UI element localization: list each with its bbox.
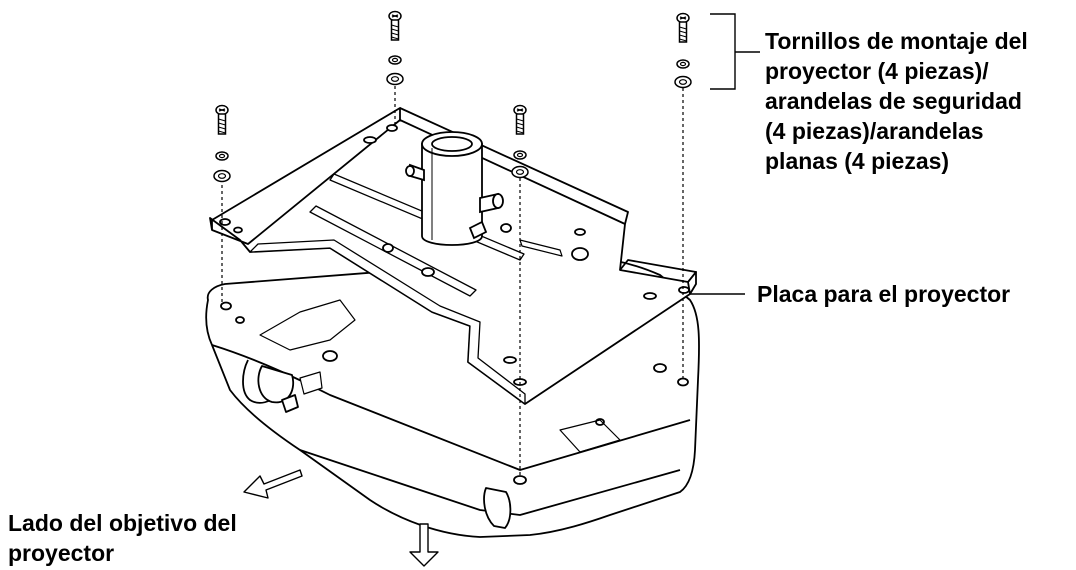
screws-label-line: arandelas de seguridad: [765, 88, 1022, 114]
screw-stack-front-right: [511, 104, 529, 179]
lock-washer-icon: [388, 55, 402, 65]
lens-side-label: Lado del objetivo del proyector: [8, 508, 308, 568]
flat-washer-icon: [386, 72, 404, 86]
lens-label-line: Lado del objetivo del: [8, 510, 237, 536]
screws-label-line: proyector (4 piezas)/: [765, 58, 989, 84]
lock-washer-icon: [513, 150, 527, 160]
screw-stack-back-right: [674, 12, 692, 89]
lens-label-line: proyector: [8, 540, 115, 566]
screw-icon: [676, 12, 690, 43]
screws-washers-label: Tornillos de montaje del proyector (4 pi…: [765, 26, 1070, 176]
flat-washer-icon: [213, 169, 231, 183]
screw-icon: [388, 10, 402, 41]
guide-lines: [221, 86, 684, 478]
screw-icon: [215, 104, 229, 135]
screw-icon: [513, 104, 527, 135]
flat-washer-icon: [674, 75, 692, 89]
lock-washer-icon: [676, 59, 690, 69]
lock-washer-icon: [215, 151, 229, 161]
plate-label-text: Placa para el proyector: [757, 281, 1011, 307]
screws-label-line: (4 piezas)/arandelas: [765, 118, 984, 144]
screw-bracket: [710, 13, 760, 90]
screws-label-line: Tornillos de montaje del: [765, 28, 1028, 54]
screw-stack-back-left: [386, 10, 404, 86]
direction-arrow-icon: [409, 523, 439, 567]
screws-label-line: planas (4 piezas): [765, 148, 950, 174]
pipe-adapter: [405, 131, 512, 246]
plate-label: Placa para el proyector: [757, 279, 1067, 309]
flat-washer-icon: [511, 165, 529, 179]
direction-arrow-icon: [243, 469, 303, 499]
screw-stack-left: [213, 104, 231, 183]
